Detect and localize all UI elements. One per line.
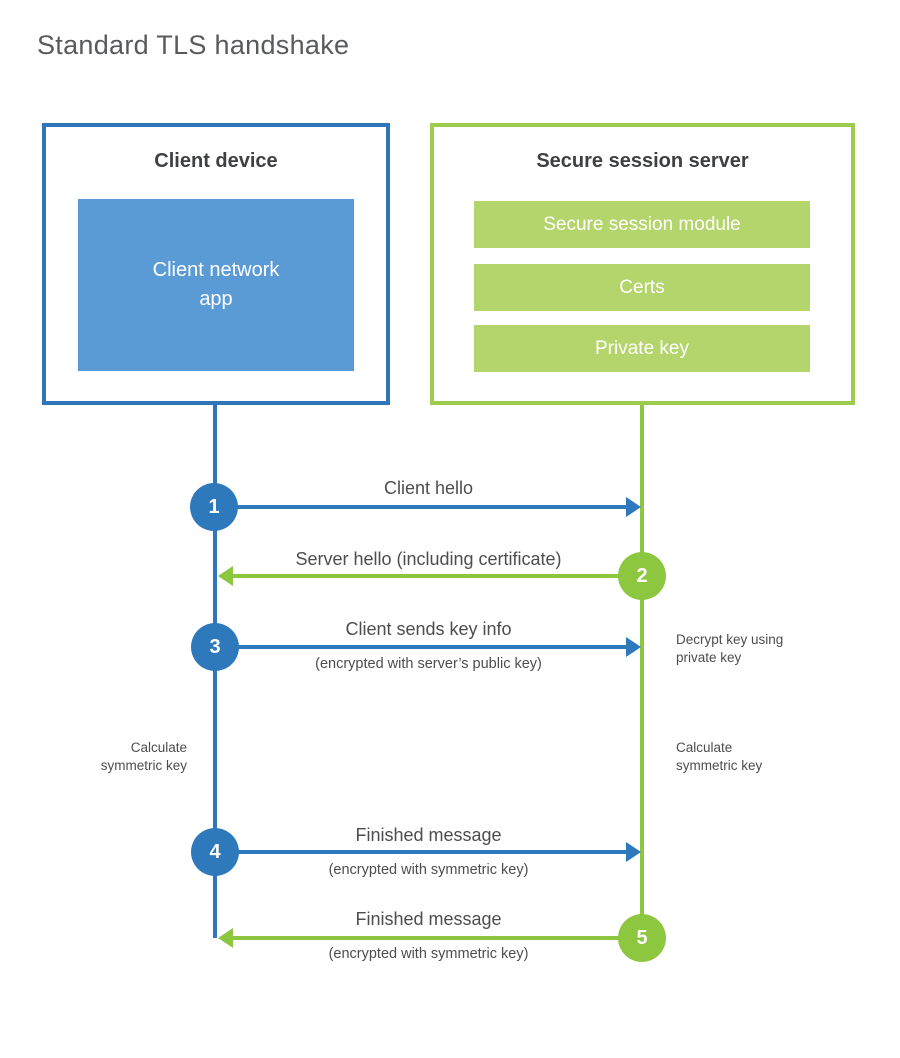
- step5-sublabel: (encrypted with symmetric key): [328, 946, 529, 962]
- step2-badge: 2: [618, 552, 666, 600]
- server-lifeline: [640, 405, 644, 938]
- server-module-secure-session: Secure session module: [474, 201, 810, 248]
- secure-session-server-title: Secure session server: [536, 150, 749, 172]
- step4-label: Finished message: [355, 825, 502, 845]
- step1-badge: 1: [190, 483, 238, 531]
- arrow-right-icon: [626, 637, 641, 657]
- server-module-certs: Certs: [474, 264, 810, 311]
- client-lifeline: [213, 405, 217, 938]
- step4-arrow-line: [215, 850, 627, 854]
- step3-badge: 3: [191, 623, 239, 671]
- step5-label: Finished message: [355, 909, 502, 929]
- page-title: Standard TLS handshake: [37, 30, 350, 60]
- step3-label: Client sends key info: [345, 619, 512, 639]
- arrow-left-icon: [218, 566, 233, 586]
- step1-label: Client hello: [383, 478, 474, 498]
- step4-sublabel: (encrypted with symmetric key): [328, 862, 529, 878]
- step3-sublabel: (encrypted with server’s public key): [315, 656, 542, 672]
- client-network-app-box: Client network app: [78, 199, 354, 371]
- server-note-decrypt-key: Decrypt key using private key: [676, 632, 784, 665]
- step5-arrow-line: [233, 936, 642, 940]
- step1-arrow-line: [215, 505, 627, 509]
- client-note-calculate-symmetric-key: Calculate symmetric key: [100, 740, 187, 773]
- client-device-title: Client device: [154, 150, 278, 172]
- step5-badge: 5: [618, 914, 666, 962]
- arrow-right-icon: [626, 842, 641, 862]
- arrow-right-icon: [626, 497, 641, 517]
- server-module-private-key: Private key: [474, 325, 810, 372]
- step4-badge: 4: [191, 828, 239, 876]
- step2-arrow-line: [233, 574, 642, 578]
- step3-arrow-line: [215, 645, 627, 649]
- arrow-left-icon: [218, 928, 233, 948]
- server-note-calculate-symmetric-key: Calculate symmetric key: [676, 740, 763, 773]
- step2-label: Server hello (including certificate): [295, 549, 562, 569]
